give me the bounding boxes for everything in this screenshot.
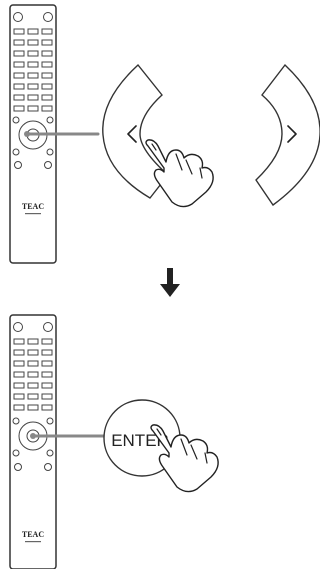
enter-key-label: ENTER (111, 431, 169, 450)
remote-button-grid (13, 338, 53, 411)
remote-brand-label: TEAC (22, 202, 44, 211)
callout-line-bottom (30, 433, 106, 439)
remote-control-bottom: TEAC (9, 314, 57, 569)
down-arrow-icon (160, 268, 180, 297)
left-key-callout (102, 63, 169, 199)
remote-button-grid (13, 28, 53, 112)
right-chevron-icon (287, 125, 297, 143)
remote-power-button (13, 12, 23, 22)
remote-open-button (43, 12, 53, 22)
left-chevron-icon (127, 125, 137, 143)
callout-line-top (24, 131, 100, 137)
pointing-hand-icon (145, 139, 214, 208)
right-key-callout (255, 63, 320, 206)
remote-brand-label: TEAC (22, 530, 44, 539)
pointing-hand-icon (150, 424, 219, 493)
